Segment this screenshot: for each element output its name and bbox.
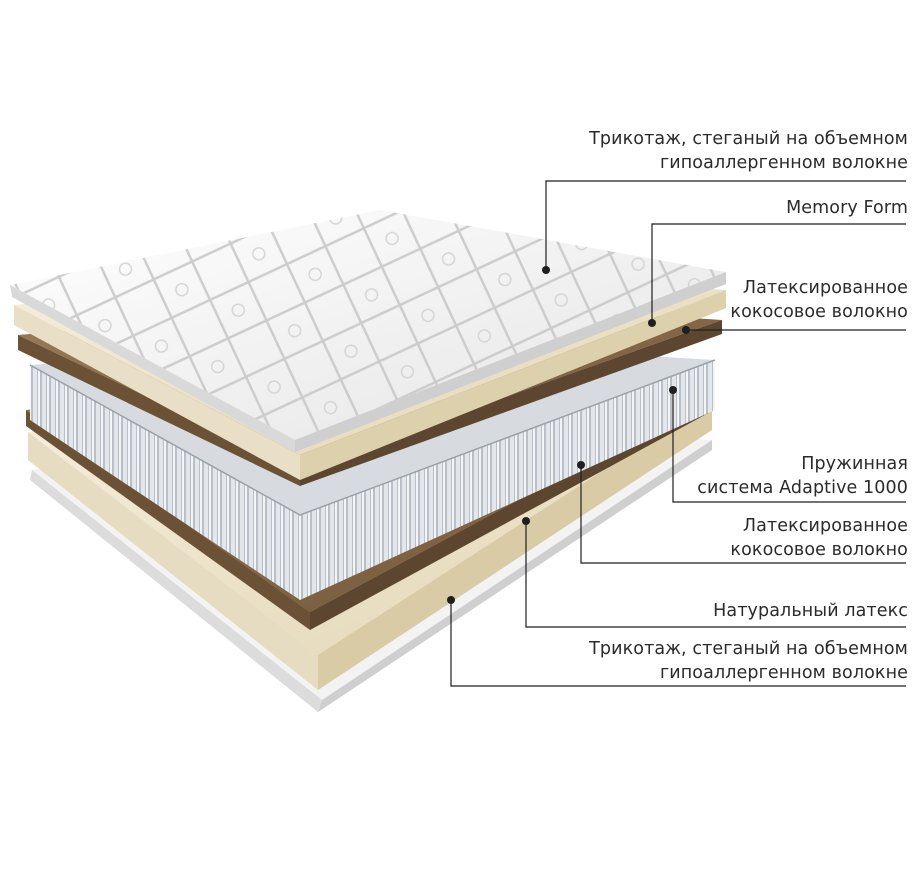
label-top-knit-line-1: Трикотаж, стеганый на объемном: [589, 129, 908, 149]
leader-bottom-knit: [450, 600, 906, 687]
leader-latex: [525, 521, 906, 628]
label-top-knit-line-2: гипоаллергенном волокне: [660, 153, 908, 173]
label-bottom-knit-line-1: Трикотаж, стеганый на объемном: [589, 639, 908, 659]
dot-spring-system: [669, 386, 677, 394]
leader-memory-form: [651, 223, 906, 323]
leader-coconut-bottom: [580, 465, 906, 564]
label-coconut-bottom: Латексированное кокосовое волокно: [730, 514, 908, 562]
label-latex-line-1: Натуральный латекс: [713, 601, 908, 621]
dot-latex: [522, 517, 530, 525]
label-bottom-knit: Трикотаж, стеганый на объемном гипоаллер…: [589, 637, 908, 685]
label-spring-system: Пружинная система Adaptive 1000: [697, 452, 908, 500]
dot-memory-form: [648, 319, 656, 327]
leader-lines: [450, 180, 906, 687]
leader-spring-system: [672, 390, 906, 503]
label-spring-system-line-2: система Adaptive 1000: [697, 478, 908, 498]
dot-coconut-bottom: [577, 461, 585, 469]
label-coconut-bottom-line-1: Латексированное: [742, 516, 908, 536]
leader-dots: [447, 266, 690, 604]
dot-coconut-top: [682, 326, 690, 334]
label-coconut-top-line-1: Латексированное: [742, 278, 908, 298]
label-coconut-top: Латексированное кокосовое волокно: [730, 276, 908, 324]
label-bottom-knit-line-2: гипоаллергенном волокне: [660, 663, 908, 683]
dot-bottom-knit: [447, 596, 455, 604]
label-top-knit: Трикотаж, стеганый на объемном гипоаллер…: [589, 127, 908, 175]
dot-top-knit: [542, 266, 550, 274]
label-memory-form-line-1: Memory Form: [786, 198, 908, 218]
label-coconut-top-line-2: кокосовое волокно: [730, 302, 908, 322]
label-memory-form: Memory Form: [786, 196, 908, 220]
label-spring-system-line-1: Пружинная: [801, 454, 908, 474]
label-latex: Натуральный латекс: [713, 599, 908, 623]
label-coconut-bottom-line-2: кокосовое волокно: [730, 540, 908, 560]
leader-top-knit: [545, 180, 906, 270]
